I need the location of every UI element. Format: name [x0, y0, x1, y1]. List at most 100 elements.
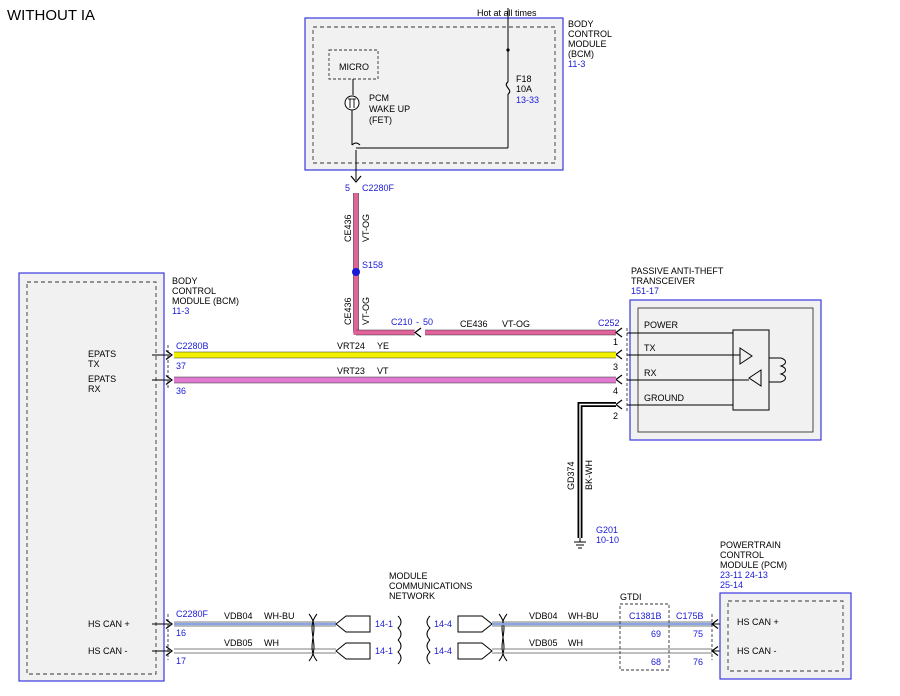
vdb05-right-color: WH: [568, 638, 583, 648]
bcm-top-name-2: CONTROL: [568, 29, 612, 39]
fet-line1: PCM: [369, 93, 389, 103]
c2280f-pin-16: 16: [176, 628, 186, 638]
ce436-horizontal-circuit: CE436: [460, 319, 488, 329]
splice-s158: [352, 268, 360, 276]
bcm-top-name-1: BODY: [568, 19, 594, 29]
c1381b-connector: C1381B: [629, 611, 662, 621]
wire-vdb05-left: [174, 648, 336, 654]
break-bracket-left: [397, 615, 402, 641]
c210-connector: C210: [391, 317, 413, 327]
mcn-name-2: COMMUNICATIONS: [389, 581, 472, 591]
gtdi-label: GTDI: [620, 592, 642, 602]
bcm-left-module: BODY CONTROL MODULE (BCM) 11-3 EPATS TX …: [18, 272, 239, 682]
pats-inner: [637, 307, 814, 433]
fet-line3: (FET): [369, 115, 392, 125]
c2280b-pin-36: 36: [176, 386, 186, 396]
c2280b-connector: C2280B: [176, 341, 209, 351]
pats-pin-rx: RX: [644, 368, 657, 378]
epats-tx-line2: TX: [88, 359, 100, 369]
pcm-name-3: MODULE (PCM): [720, 560, 787, 570]
bcm-left-box: [18, 272, 165, 682]
c2280f-bottom-connector: C2280F: [176, 609, 209, 619]
wire-ce436-vertical: [353, 193, 359, 333]
tx-buffer-symbol: [739, 347, 753, 365]
wire-vdb05-right: [492, 648, 712, 654]
bcm-top-inner: [312, 26, 556, 164]
off-page-right-minus: [457, 642, 493, 660]
c2280b-pin-37: 37: [176, 361, 186, 371]
c210-connector-symbol: [414, 327, 422, 338]
gd374-circuit: GD374: [566, 461, 576, 490]
ce436-vertical-upper-circuit: CE436: [343, 214, 353, 242]
pats-module: PASSIVE ANTI-THEFT TRANSCEIVER 151-17 PO…: [627, 266, 822, 441]
pcm-ref-2: 25-14: [720, 580, 743, 590]
ground-icon: [574, 541, 586, 549]
bcm-top-name-3: MODULE: [568, 39, 607, 49]
pcm-hs-can-minus: HS CAN -: [737, 646, 777, 656]
vdb05-left-color: WH: [264, 638, 279, 648]
bcm-left-ref: 11-3: [172, 306, 189, 316]
c2280f-top-connector-symbol: [350, 175, 362, 183]
pcm-module: POWERTRAIN CONTROL MODULE (PCM) 23-11 24…: [719, 540, 852, 680]
fuse-rating: 10A: [516, 84, 532, 94]
pats-pin-power: POWER: [644, 320, 679, 330]
epats-rx-line2: RX: [88, 384, 101, 394]
vrt24-color: YE: [377, 341, 389, 351]
fet-symbol: [344, 95, 360, 111]
pats-name-1: PASSIVE ANTI-THEFT: [631, 266, 724, 276]
bcm-top-name-4: (BCM): [568, 49, 594, 59]
epats-rx-line1: EPATS: [88, 374, 116, 384]
pats-ref: 151-17: [631, 286, 659, 296]
mcn-ref-left-plus: 14-1: [375, 619, 393, 629]
wire-vdb04-right: [492, 621, 712, 627]
bcm-left-inner: [26, 281, 157, 675]
bcm-left-name-3: MODULE (BCM): [172, 296, 239, 306]
c252-connector: C252: [598, 318, 620, 328]
c210-pin: 50: [423, 317, 433, 327]
c175b-pin-75: 75: [693, 629, 703, 639]
vdb04-right-circuit: VDB04: [529, 611, 558, 621]
mcn-ref-right-minus: 14-4: [434, 646, 452, 656]
c2280f-top-connector: C2280F: [362, 183, 395, 193]
off-page-left-minus: [335, 642, 371, 660]
g201-label: G201: [596, 525, 618, 535]
vdb05-right-circuit: VDB05: [529, 638, 558, 648]
mcn-name-1: MODULE: [389, 571, 428, 581]
wire-vrt24: [174, 352, 616, 358]
vrt23-color: VT: [377, 366, 389, 376]
c175b-pin-76: 76: [693, 657, 703, 667]
vrt24-circuit: VRT24: [337, 341, 365, 351]
ce436-vertical-upper-color: VT-OG: [361, 214, 371, 242]
gtdi-box: [619, 603, 670, 671]
bcm-hs-can-plus: HS CAN +: [88, 619, 130, 629]
pats-transceiver-block: [732, 329, 770, 411]
pcm-name-2: CONTROL: [720, 550, 764, 560]
antenna-coil-icon: [779, 357, 786, 383]
c252-pin-2: 2: [613, 411, 618, 421]
mcn-ref-right-plus: 14-4: [434, 619, 452, 629]
fuse-name: F18: [516, 74, 532, 84]
c252-pin-1: 1: [613, 337, 618, 347]
ce436-horizontal-color: VT-OG: [502, 319, 530, 329]
rx-buffer-symbol: [748, 369, 762, 387]
pats-pin-ground: GROUND: [644, 393, 684, 403]
gd374-color: BK-WH: [584, 460, 594, 490]
bcm-left-name-2: CONTROL: [172, 286, 216, 296]
c252-pin-4: 4: [613, 386, 618, 396]
pcm-hs-can-plus: HS CAN +: [737, 617, 779, 627]
hot-at-all-times-label: Hot at all times: [477, 8, 537, 18]
break-bracket-right: [426, 615, 431, 641]
c1381b-pin-68: 68: [651, 657, 661, 667]
fet-line2: WAKE UP: [369, 104, 410, 114]
pats-name-2: TRANSCEIVER: [631, 276, 696, 286]
pcm-ref-1: 23-11 24-13: [720, 570, 768, 580]
bcm-top-box: [304, 17, 564, 171]
vdb04-left-circuit: VDB04: [224, 611, 253, 621]
bcm-hs-can-minus: HS CAN -: [88, 646, 128, 656]
off-page-left-plus: [335, 615, 371, 633]
c2280f-pin-17: 17: [176, 656, 186, 666]
c1381b-pin-69: 69: [651, 629, 661, 639]
ce436-vertical-lower-color: VT-OG: [361, 297, 371, 325]
mcn-name-3: NETWORK: [389, 591, 435, 601]
